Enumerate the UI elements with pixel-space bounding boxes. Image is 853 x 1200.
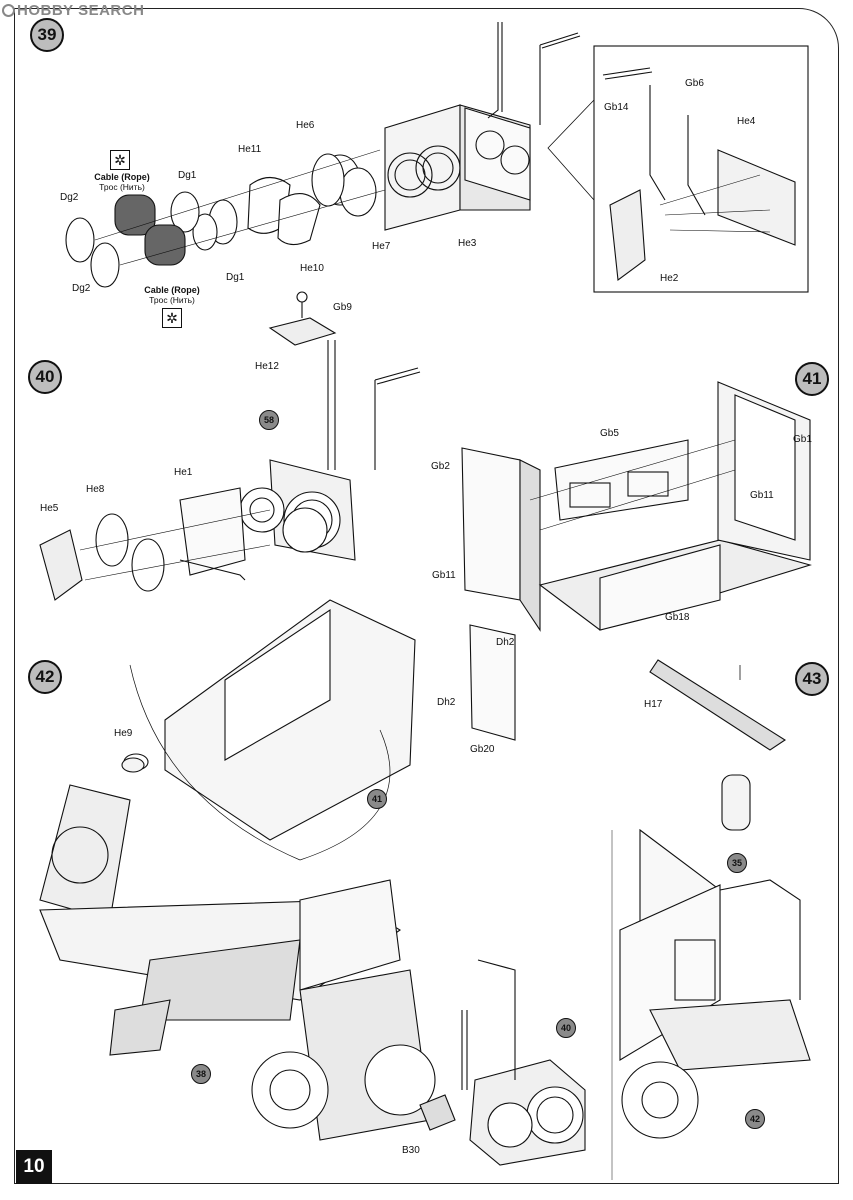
part-label: Gb18 xyxy=(665,612,690,623)
part-label: He12 xyxy=(255,361,279,372)
part-label: Gb11 xyxy=(432,570,456,581)
part-label: Gb5 xyxy=(600,428,619,439)
part-label: He9 xyxy=(114,728,133,739)
part-label: Gb11 xyxy=(750,490,774,501)
part-label: Dg2 xyxy=(60,192,79,203)
watermark-text: HOBBY SEARCH xyxy=(17,2,145,19)
part-label: Dh2 xyxy=(437,697,456,708)
step-badge-43: 43 xyxy=(795,662,829,696)
cable-note-subtitle: Трос (Нить) xyxy=(149,295,195,305)
step-41-drawing xyxy=(461,381,812,741)
watermark: HOBBY SEARCH xyxy=(2,2,144,19)
part-label: Gb1 xyxy=(793,434,812,445)
cable-note-bottom: Cable (Rope) Трос (Нить) xyxy=(142,285,202,305)
cable-note-title: Cable (Rope) xyxy=(144,285,200,295)
part-label: Dg1 xyxy=(226,272,245,283)
part-label: He6 xyxy=(296,120,315,131)
step-42-drawing xyxy=(39,599,586,1166)
part-label: Dh2 xyxy=(496,637,515,648)
part-label: Gb14 xyxy=(604,102,629,113)
part-label: He8 xyxy=(86,484,105,495)
part-label: He2 xyxy=(660,273,679,284)
page-number: 10 xyxy=(16,1150,52,1184)
step-43-drawing xyxy=(611,659,811,1180)
snowflake-icon: ✲ xyxy=(110,150,130,170)
reference-badge: 42 xyxy=(745,1109,765,1129)
part-label: B30 xyxy=(402,1145,420,1156)
step-badge-42: 42 xyxy=(28,660,62,694)
cable-note-top: Cable (Rope) Трос (Нить) xyxy=(92,172,152,192)
reference-badge: 40 xyxy=(556,1018,576,1038)
part-label: He3 xyxy=(458,238,477,249)
part-label: Gb6 xyxy=(685,78,704,89)
part-label: He11 xyxy=(238,144,262,155)
step-40-drawing xyxy=(39,291,421,601)
part-label: He7 xyxy=(372,241,391,252)
part-label: Gb9 xyxy=(333,302,352,313)
part-label: H17 xyxy=(644,699,663,710)
part-label: Gb2 xyxy=(431,461,450,472)
reference-badge: 35 xyxy=(727,853,747,873)
hobby-search-logo-icon xyxy=(2,4,15,17)
reference-badge: 41 xyxy=(367,789,387,809)
part-label: Dg1 xyxy=(178,170,197,181)
part-label: Dg2 xyxy=(72,283,91,294)
part-label: He5 xyxy=(40,503,59,514)
reference-badge: 58 xyxy=(259,410,279,430)
step-badge-41: 41 xyxy=(795,362,829,396)
part-label: He4 xyxy=(737,116,756,127)
part-label: Gb20 xyxy=(470,744,495,755)
part-label: He10 xyxy=(300,263,324,274)
cable-note-subtitle: Трос (Нить) xyxy=(99,182,145,192)
step-39-drawing xyxy=(65,22,809,293)
part-label: He1 xyxy=(174,467,193,478)
cable-note-title: Cable (Rope) xyxy=(94,172,150,182)
step-badge-40: 40 xyxy=(28,360,62,394)
reference-badge: 38 xyxy=(191,1064,211,1084)
snowflake-icon: ✲ xyxy=(162,308,182,328)
step-badge-39: 39 xyxy=(30,18,64,52)
page-frame xyxy=(14,8,839,1184)
